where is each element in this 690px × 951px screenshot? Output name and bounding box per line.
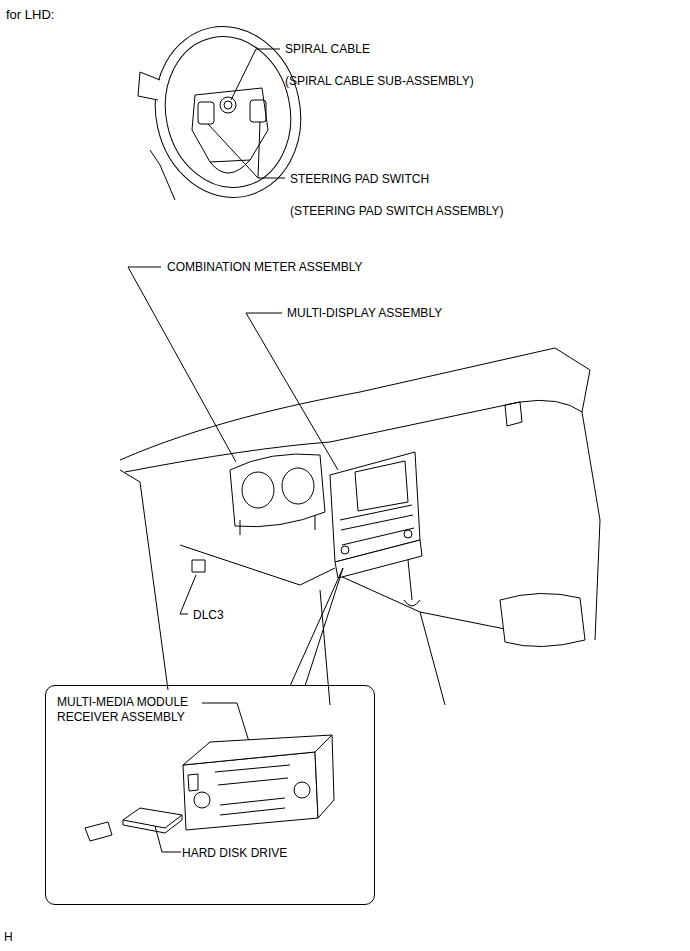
receiver-side: [315, 735, 334, 818]
door-line: [120, 470, 168, 690]
part-label: MULTI-MEDIA MODULE RECEIVER ASSEMBLY: [57, 695, 207, 725]
shift-lever: [404, 560, 420, 606]
display-screen: [355, 461, 408, 511]
meter-mount: [240, 515, 315, 535]
gauge: [282, 468, 314, 504]
part-label: STEERING PAD SWITCH: [290, 172, 429, 187]
part-label: COMBINATION METER ASSEMBLY: [167, 260, 363, 275]
spiral-cable: [220, 97, 236, 113]
part-label: (SPIRAL CABLE SUB-ASSEMBLY): [285, 74, 474, 89]
steering-pad-switch: [198, 102, 214, 124]
part-label: (STEERING PAD SWITCH ASSEMBLY): [290, 204, 504, 219]
part-label: DLC3: [193, 608, 224, 623]
combination-meter: [230, 454, 325, 527]
steering-column: [138, 72, 160, 100]
receiver-front: [183, 752, 318, 830]
a-pillar: [555, 348, 590, 412]
hard-disk-drive: [123, 808, 182, 828]
display-buttons: [340, 505, 414, 545]
steering-hub: [192, 88, 268, 162]
drive-cover: [85, 822, 112, 841]
inset-box: MULTI-MEDIA MODULE RECEIVER ASSEMBLY HARD…: [45, 685, 375, 905]
steering-pad-switch: [250, 100, 266, 122]
lower-dash: [180, 545, 335, 585]
leader-line: [202, 703, 250, 745]
knob: [194, 792, 210, 808]
knob: [341, 546, 349, 554]
leader-line: [246, 313, 338, 470]
dlc3-connector: [192, 560, 205, 572]
dash-edge: [125, 400, 582, 472]
knob: [294, 782, 310, 798]
figure-code: H: [4, 930, 13, 945]
console-side: [420, 612, 445, 705]
dash-top: [120, 348, 555, 460]
dash-right: [582, 412, 600, 640]
steering-spoke: [210, 160, 250, 173]
receiver-port: [188, 774, 198, 791]
leader-line: [290, 568, 343, 686]
heading: for LHD:: [6, 7, 54, 22]
steering-rim: [152, 25, 305, 199]
leader-line: [208, 122, 285, 178]
receiver-buttons: [215, 765, 290, 815]
armrest: [500, 593, 585, 646]
column-cover: [150, 150, 175, 200]
spiral-cable: [224, 101, 232, 109]
part-label: MULTI-DISPLAY ASSEMBLY: [287, 306, 442, 321]
gauge: [242, 472, 274, 508]
part-label: HARD DISK DRIVE: [182, 846, 362, 861]
leader-line: [155, 826, 181, 852]
leader-line: [231, 49, 280, 100]
hard-disk-drive: [123, 815, 182, 833]
air-vent: [505, 402, 522, 426]
part-label: SPIRAL CABLE: [285, 42, 370, 57]
knob: [404, 530, 412, 538]
leader-line: [128, 267, 236, 462]
receiver-top: [183, 735, 332, 765]
